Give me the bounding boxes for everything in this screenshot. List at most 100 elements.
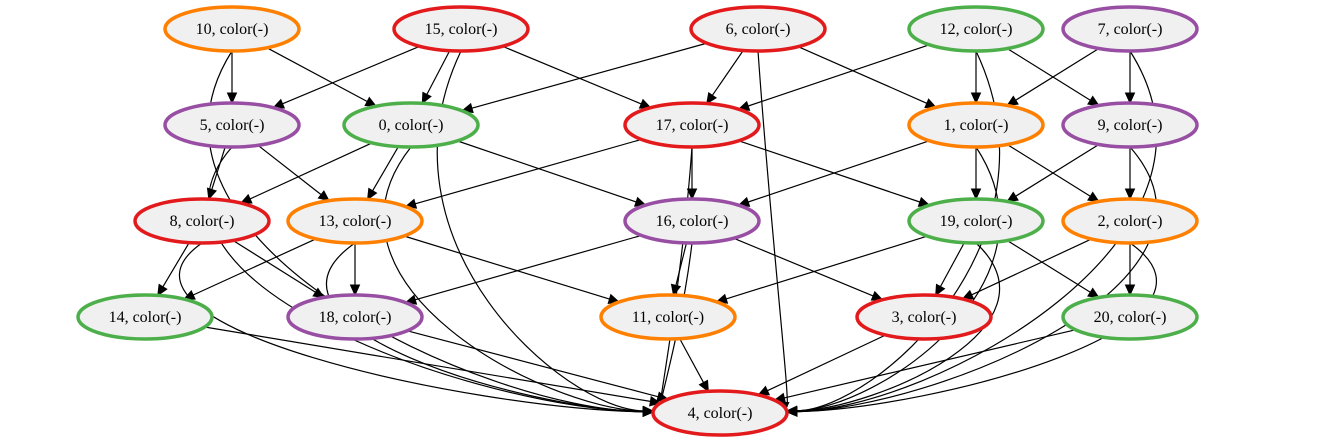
edge-line: [1006, 239, 1091, 293]
node-ellipse: [855, 293, 993, 341]
node-ellipse: [76, 293, 214, 341]
node-ellipse: [623, 101, 761, 149]
edge-9-to-2: [1124, 146, 1136, 201]
edge-arrowhead: [1124, 92, 1136, 105]
edge-line: [415, 138, 642, 205]
edge-17-to-13: [404, 138, 642, 209]
edge-line: [383, 146, 644, 412]
edge-line: [733, 237, 874, 297]
node-label: 8, color(-): [170, 213, 235, 230]
edge-arrowhead: [1124, 188, 1136, 201]
edge-line: [282, 45, 420, 105]
node-label: 11, color(-): [632, 309, 704, 326]
node-13: 13, color(-): [286, 197, 424, 245]
node-ellipse: [163, 5, 301, 53]
edge-line: [457, 140, 637, 203]
node-6: 6, color(-): [689, 5, 827, 53]
edge-line: [403, 235, 610, 300]
edge-line: [192, 238, 317, 296]
edge-line: [249, 142, 373, 200]
node-label: 17, color(-): [656, 117, 729, 134]
edge-11-to-4: [679, 338, 709, 393]
node-label: 5, color(-): [200, 117, 265, 134]
node-label: 18, color(-): [319, 309, 392, 326]
node-ellipse: [286, 197, 424, 245]
edge-line: [725, 235, 928, 300]
edge-line: [679, 338, 705, 383]
node-ellipse: [907, 101, 1045, 149]
node-label: 6, color(-): [726, 21, 791, 38]
node-8: 8, color(-): [133, 197, 271, 245]
edge-arrowhead: [698, 379, 709, 393]
edge-16-to-18: [404, 234, 642, 305]
node-label: 15, color(-): [425, 21, 498, 38]
nodes-layer: 10, color(-) 15, color(-) 6, color(-) 12, c…: [76, 5, 1199, 437]
node-10: 10, color(-): [163, 5, 301, 53]
edge-line: [162, 242, 190, 288]
node-2: 2, color(-): [1061, 197, 1199, 245]
node-label: 2, color(-): [1098, 213, 1163, 230]
edge-6-to-0: [461, 42, 707, 114]
edge-12-to-1: [970, 51, 982, 105]
node-7: 7, color(-): [1061, 5, 1199, 53]
edge-arrowhead: [366, 187, 378, 201]
edge-line: [415, 234, 642, 301]
edge-line: [232, 239, 316, 293]
edge-arrowhead: [226, 92, 238, 105]
node-ellipse: [689, 5, 827, 53]
node-label: 12, color(-): [940, 21, 1013, 38]
edge-0-to-4: [383, 146, 655, 417]
node-label: 10, color(-): [196, 21, 269, 38]
node-3: 3, color(-): [855, 293, 993, 341]
edge-5-to-8: [206, 146, 226, 201]
node-16: 16, color(-): [623, 197, 761, 245]
edge-7-to-9: [1124, 50, 1136, 105]
edge-line: [784, 329, 1076, 399]
edge-13-to-4: [325, 242, 655, 417]
node-label: 4, color(-): [688, 405, 753, 422]
node-label: 14, color(-): [109, 309, 182, 326]
edge-16-to-3: [733, 237, 884, 301]
edge-6-to-1: [797, 46, 938, 109]
edge-line: [1015, 143, 1100, 197]
node-ellipse: [1061, 5, 1199, 53]
node-ellipse: [907, 5, 1045, 53]
edge-15-to-5: [272, 45, 420, 109]
node-label: 1, color(-): [944, 117, 1009, 134]
node-ellipse: [342, 101, 480, 149]
edge-arrowhead: [157, 283, 168, 297]
node-0: 0, color(-): [342, 101, 480, 149]
edge-10-to-5: [226, 50, 238, 105]
edge-arrowhead: [421, 91, 432, 105]
edge-line: [797, 46, 928, 104]
node-ellipse: [1061, 293, 1199, 341]
edge-15-to-0: [421, 50, 451, 105]
node-ellipse: [1061, 101, 1199, 149]
node-20: 20, color(-): [1061, 293, 1199, 341]
node-ellipse: [651, 389, 789, 437]
node-ellipse: [133, 197, 271, 245]
edge-19-to-20: [1006, 239, 1100, 299]
edge-12-to-17: [737, 44, 930, 111]
edge-arrowhead: [686, 188, 698, 201]
node-ellipse: [392, 5, 530, 53]
edge-line: [257, 144, 322, 196]
edge-line: [1006, 47, 1091, 101]
edge-line: [675, 242, 688, 286]
edge-6-to-17: [706, 50, 744, 105]
edge-17-to-19: [738, 140, 931, 207]
edge-2-to-4: [785, 242, 1157, 417]
edge-arrowhead: [970, 188, 982, 201]
edge-line: [325, 242, 644, 413]
edge-line: [204, 326, 651, 402]
node-5: 5, color(-): [163, 101, 301, 149]
edge-arrowhead: [1124, 284, 1136, 297]
edge-line: [179, 242, 644, 413]
edge-line: [1006, 143, 1091, 197]
edge-0-to-16: [457, 140, 647, 207]
edge-line: [748, 140, 930, 203]
edge-line: [407, 330, 659, 398]
edge-line: [436, 50, 644, 412]
edge-arrowhead: [785, 406, 798, 417]
edge-line: [1015, 47, 1100, 101]
